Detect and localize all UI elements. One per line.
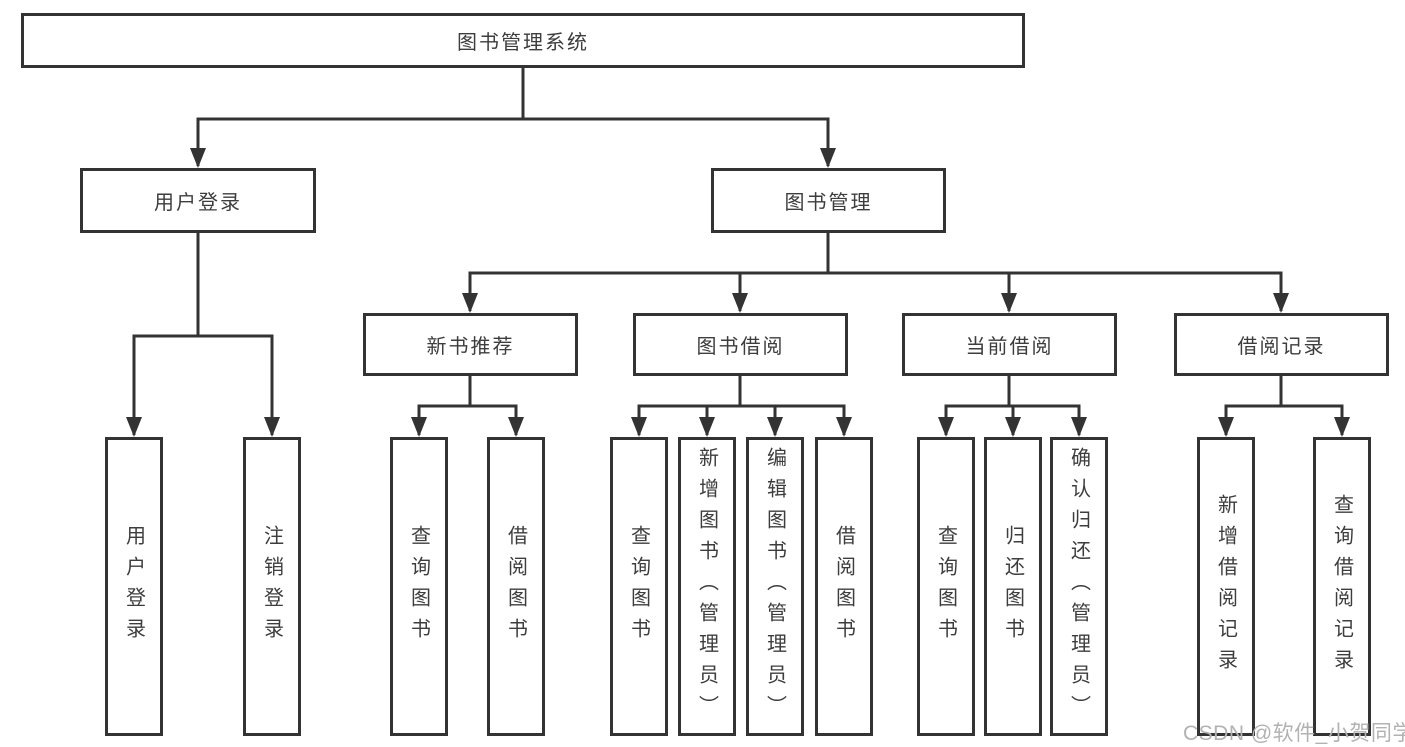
leaf-label: 查询图书 [934, 524, 957, 649]
leaf-query-books-2: 查询图书 [610, 437, 668, 736]
leaf-label: 查询图书 [407, 524, 430, 649]
leaf-query-borrow-record: 查询借阅记录 [1313, 437, 1371, 736]
leaf-edit-books-admin: 编辑图书（管理员） [746, 437, 804, 736]
node-current-borrow: 当前借阅 [902, 313, 1117, 376]
leaf-label: 确认归还（管理员） [1067, 447, 1090, 726]
leaf-add-books-admin: 新增图书（管理员） [678, 437, 736, 736]
leaf-label: 借阅图书 [832, 524, 855, 649]
leaf-query-books-1: 查询图书 [390, 437, 448, 736]
node-book-borrow: 图书借阅 [633, 313, 848, 376]
leaf-query-books-3: 查询图书 [917, 437, 975, 736]
leaf-label: 注销登录 [260, 524, 283, 649]
node-user-login: 用户登录 [80, 168, 316, 233]
leaf-label: 查询借阅记录 [1330, 493, 1353, 680]
leaf-label: 查询图书 [627, 524, 650, 649]
node-book-management: 图书管理 [711, 168, 946, 233]
leaf-label: 新增图书（管理员） [695, 447, 718, 726]
leaf-confirm-return-admin: 确认归还（管理员） [1050, 437, 1108, 736]
node-borrow-records: 借阅记录 [1174, 313, 1389, 376]
leaf-label: 归还图书 [1001, 524, 1024, 649]
node-root-title: 图书管理系统 [21, 13, 1025, 68]
leaf-label: 新增借阅记录 [1214, 493, 1237, 680]
connector-trunk-lines [132, 68, 1344, 408]
leaf-user-login: 用户登录 [105, 437, 163, 736]
leaf-label: 借阅图书 [504, 524, 527, 649]
leaf-borrow-books-1: 借阅图书 [487, 437, 545, 736]
csdn-watermark: CSDN @软件_小贺同学 [1183, 722, 1405, 745]
leaf-label: 用户登录 [122, 524, 145, 649]
leaf-logout: 注销登录 [243, 437, 301, 736]
leaf-return-books: 归还图书 [984, 437, 1042, 736]
leaf-label: 编辑图书（管理员） [763, 447, 786, 726]
node-new-book-recommend: 新书推荐 [363, 313, 578, 376]
leaf-borrow-books-2: 借阅图书 [815, 437, 873, 736]
leaf-add-borrow-record: 新增借阅记录 [1197, 437, 1255, 736]
